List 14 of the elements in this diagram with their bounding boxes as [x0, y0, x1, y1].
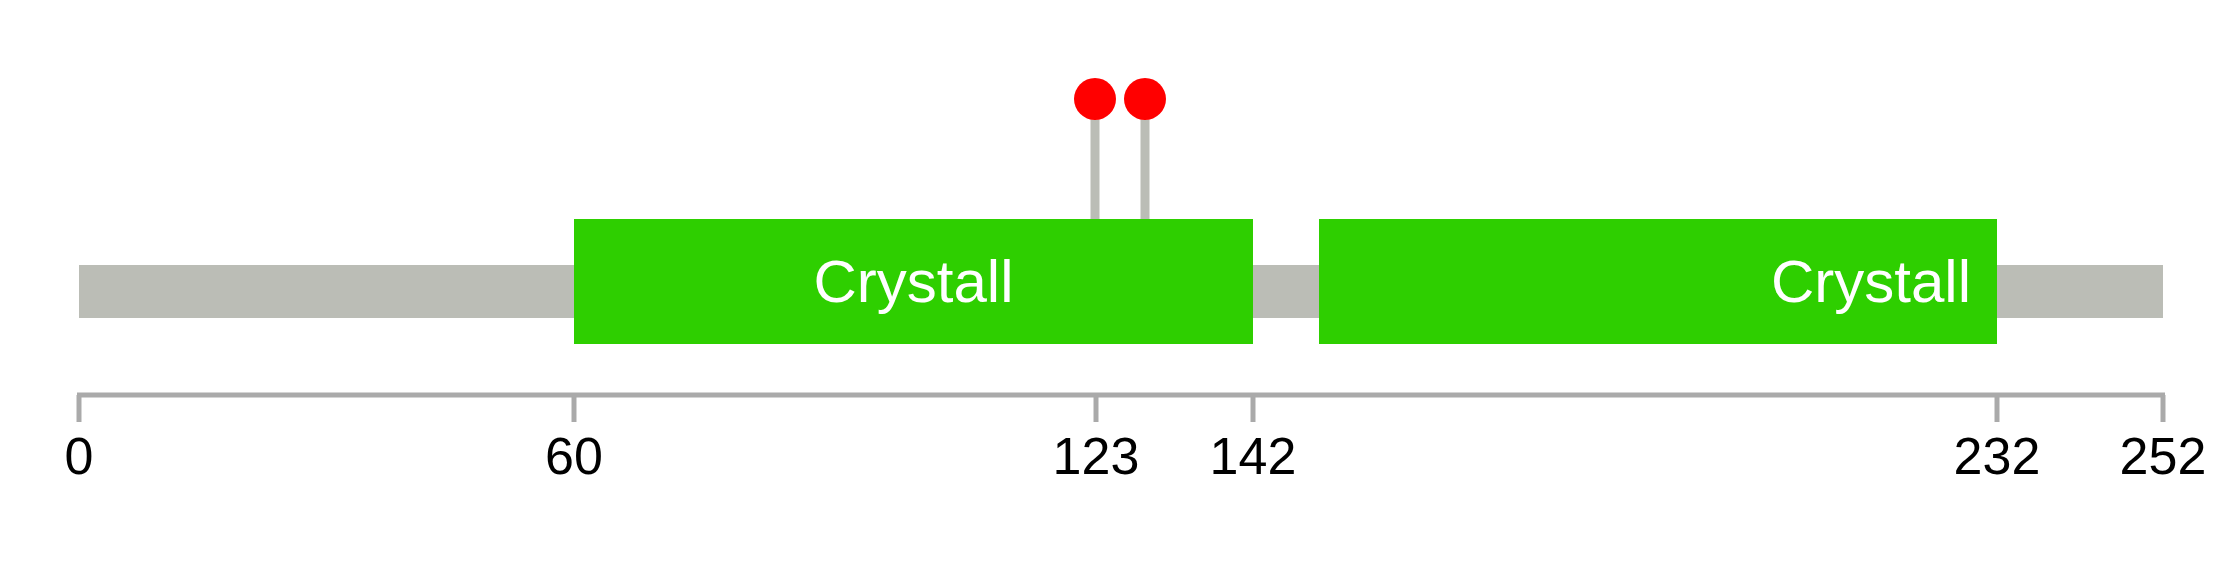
tick-label: 232 — [1953, 430, 2041, 482]
tick-label: 0 — [64, 430, 94, 482]
dot-icon — [1074, 78, 1116, 120]
tick-label: 252 — [2119, 430, 2207, 482]
tick-label: 142 — [1209, 430, 1297, 482]
tick-label: 123 — [1052, 430, 1140, 482]
domain-bar — [574, 219, 1253, 344]
lollipop-stem — [1090, 120, 1100, 219]
domain-label: Crystall — [813, 251, 1014, 312]
domain-bar — [1319, 219, 1997, 344]
dot-icon — [1124, 78, 1166, 120]
domain-label: Crystall — [1771, 251, 1971, 312]
tick-label: 60 — [545, 430, 603, 482]
lollipop-stem — [1140, 120, 1150, 219]
